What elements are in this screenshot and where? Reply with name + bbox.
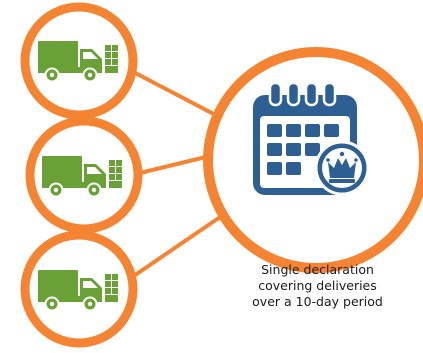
caption-line-1: Single declaration xyxy=(261,262,374,277)
caption-line-2: covering deliveries xyxy=(258,278,377,293)
declaration-node xyxy=(203,47,423,273)
delivery-node-3 xyxy=(20,230,138,348)
delivery-node-2 xyxy=(25,116,143,234)
delivery-node-1 xyxy=(20,2,138,120)
crown-badge-icon xyxy=(314,140,370,196)
delivery-ring xyxy=(20,230,138,348)
declaration-caption: Single declaration covering deliveries o… xyxy=(230,262,405,310)
delivery-ring xyxy=(20,2,138,120)
caption-line-3: over a 10-day period xyxy=(252,294,383,309)
